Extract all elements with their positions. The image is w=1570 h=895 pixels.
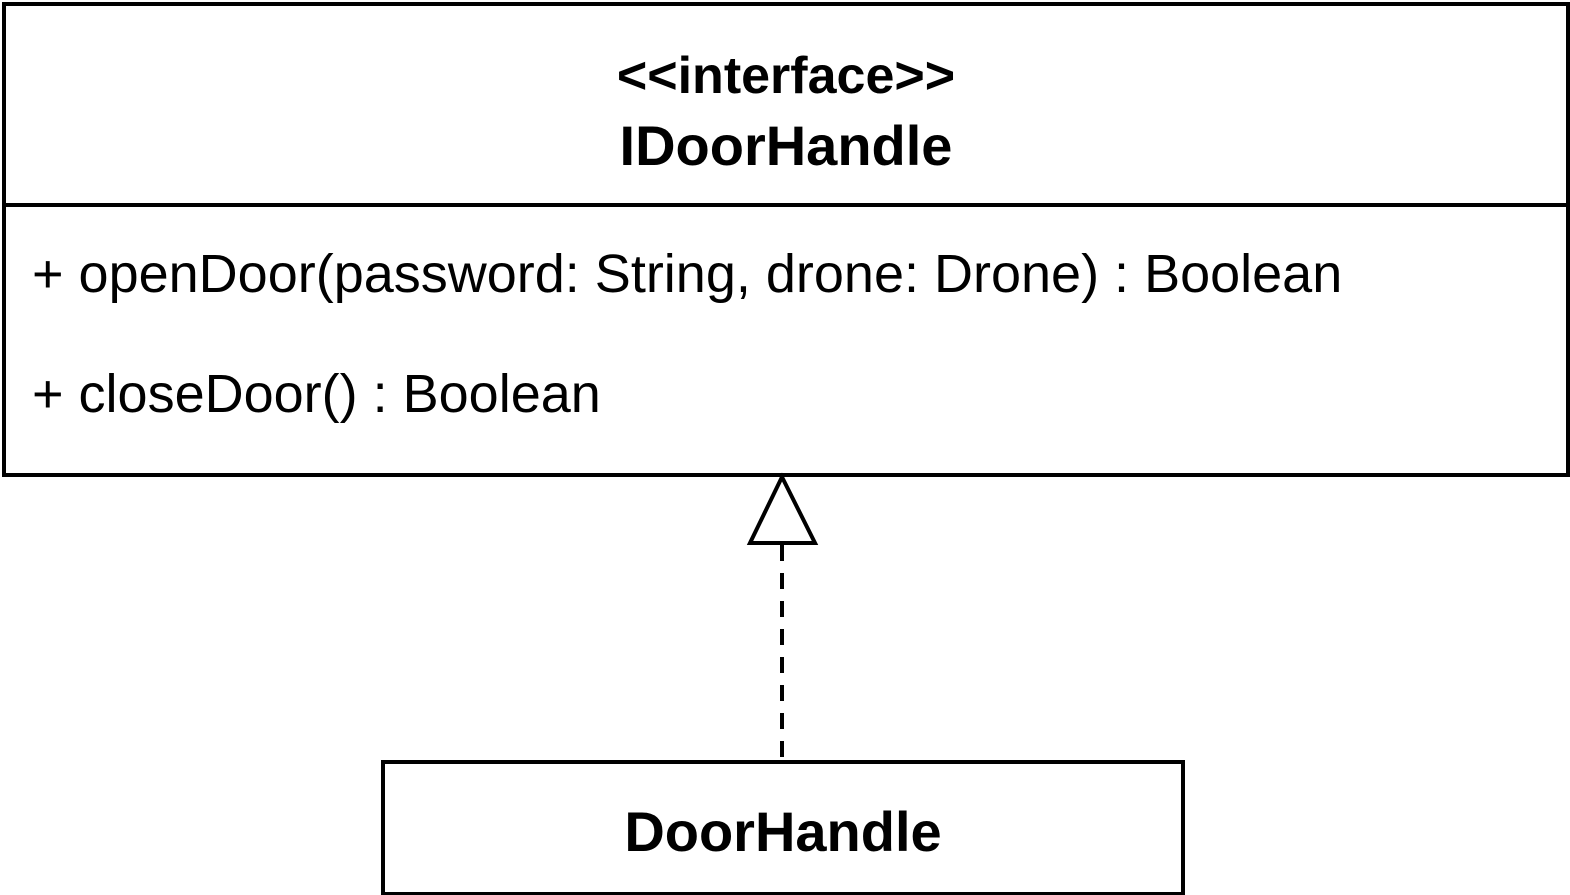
interface-name: IDoorHandle [619, 114, 953, 177]
interface-header: <<interface>> IDoorHandle [6, 6, 1566, 207]
class-name: DoorHandle [624, 800, 942, 863]
interface-box-idoorhandle[interactable]: <<interface>> IDoorHandle + openDoor(pas… [2, 2, 1570, 477]
realization-arrowhead [746, 472, 819, 545]
interface-stereotype: <<interface>> [616, 47, 956, 105]
operation-open-door: + openDoor(password: String, drone: Dron… [32, 244, 1343, 304]
operation-close-door: + closeDoor() : Boolean [32, 364, 601, 424]
class-box-doorhandle[interactable]: DoorHandle [381, 760, 1185, 895]
